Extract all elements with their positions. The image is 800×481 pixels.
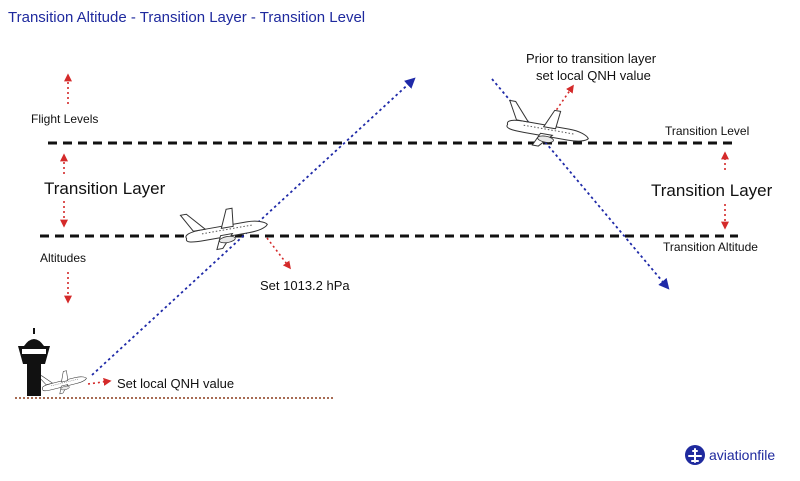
- transition-layer-left-label: Transition Layer: [44, 179, 166, 198]
- ground-airplane-icon: [38, 365, 88, 398]
- set-qnh-annotation-arrow: [88, 381, 110, 384]
- transition-level-label: Transition Level: [665, 124, 749, 138]
- brand-logo: aviationfile: [685, 445, 775, 465]
- set-qnh-label: Set local QNH value: [117, 376, 234, 391]
- diagram-title: Transition Altitude - Transition Layer -…: [8, 9, 365, 26]
- transition-layer-right-label: Transition Layer: [651, 181, 773, 200]
- descending-airplane-icon: [503, 100, 593, 154]
- prior-annotation-line2: set local QNH value: [536, 68, 651, 83]
- set-std-annotation-arrow: [267, 238, 290, 268]
- altitudes-label: Altitudes: [40, 251, 86, 265]
- transition-altitude-label: Transition Altitude: [663, 240, 758, 254]
- flight-levels-label: Flight Levels: [31, 112, 98, 126]
- brand-name: aviationfile: [709, 447, 775, 463]
- prior-annotation-line1: Prior to transition layer: [526, 51, 657, 66]
- set-std-label: Set 1013.2 hPa: [260, 278, 350, 293]
- climbing-airplane-icon: [180, 201, 270, 255]
